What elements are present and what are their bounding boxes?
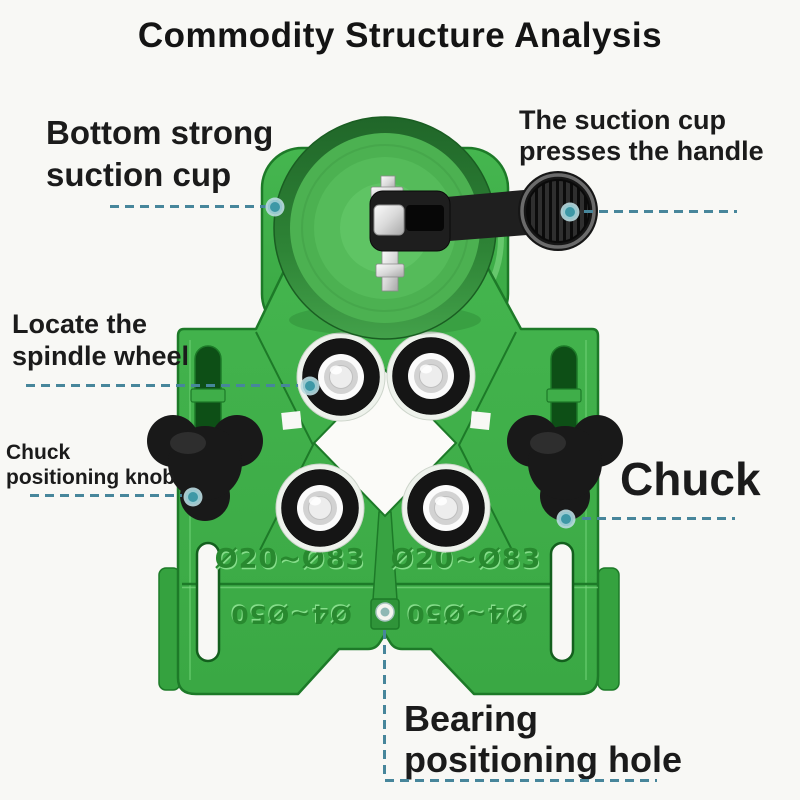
label-chuck: Chuck <box>620 453 761 505</box>
leader-dot-handle <box>563 205 577 219</box>
marking-bottom-right-bevel: Ø4~Ø50 <box>405 599 527 628</box>
right-slot-bar <box>546 388 582 403</box>
chuck-positioning-knob-left <box>147 415 263 521</box>
leader-line-bearing-horizontal <box>385 779 657 782</box>
marking-bottom-right: Ø4~Ø50 <box>406 600 528 629</box>
marking-top-right-bevel: Ø20~Ø83 <box>392 545 543 576</box>
leader-line-chuck <box>582 517 735 520</box>
right-cutout <box>470 411 491 430</box>
clamp-bottom-nut <box>375 263 405 278</box>
leader-dot-chuck-knob <box>186 490 200 504</box>
lever-arm <box>446 189 534 241</box>
label-bearing-positioning-hole: Bearing positioning hole <box>404 698 682 780</box>
chuck-positioning-knob-right <box>507 415 623 521</box>
clamp-silver-pin <box>373 204 405 236</box>
leader-line-bearing-vertical <box>383 630 386 780</box>
leader-dot-chuck <box>559 512 573 526</box>
label-spindle-wheel: Locate the spindle wheel <box>12 309 190 371</box>
right-diagonal-panel-line <box>457 331 517 551</box>
spindle-wheel-top-right <box>386 331 476 421</box>
leader-line-chuck-knob <box>30 494 182 497</box>
label-suction-handle: The suction cup presses the handle <box>519 105 764 166</box>
leader-line-spindle <box>26 384 298 387</box>
left-cutout <box>281 410 302 430</box>
spindle-wheel-bottom-left <box>275 463 365 553</box>
left-slot-bar <box>190 388 226 403</box>
leader-line-bottom-suction <box>110 205 268 208</box>
spindle-wheel-bottom-right <box>401 463 491 553</box>
suction-handle-lever <box>369 171 598 292</box>
label-chuck-positioning-knob: Chuck positioning knob <box>6 441 176 489</box>
leader-dot-spindle <box>303 379 317 393</box>
spindle-wheel-top-left <box>296 332 386 422</box>
clamp-opening <box>406 205 444 231</box>
page-title: Commodity Structure Analysis <box>137 16 663 55</box>
marking-bottom-left-bevel: Ø4~Ø50 <box>229 599 351 628</box>
marking-top-right: Ø20~Ø83 <box>391 544 542 575</box>
left-guide-slot <box>195 541 221 663</box>
label-bottom-suction-cup: Bottom strong suction cup <box>46 114 274 193</box>
marking-bottom-left: Ø4~Ø50 <box>230 600 352 629</box>
leader-line-handle <box>584 210 737 213</box>
handle-knob <box>518 171 598 251</box>
marking-top-left-bevel: Ø20~Ø83 <box>216 545 367 576</box>
bearing-positioning-hole-center <box>380 607 390 617</box>
leader-dot-bottom-suction <box>268 200 282 214</box>
marking-top-left: Ø20~Ø83 <box>215 544 366 575</box>
right-side-tab <box>597 567 620 691</box>
right-guide-slot <box>549 541 575 663</box>
